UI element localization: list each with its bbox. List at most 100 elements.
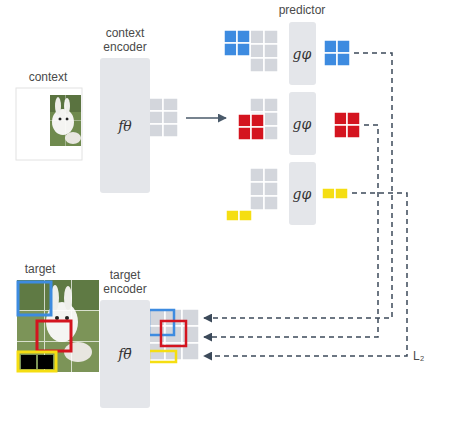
target-embedding-grid-part	[161, 321, 186, 346]
context-embedding-grid-part	[148, 98, 163, 111]
target-image-part	[17, 280, 99, 372]
predictor-input-red-part-part	[238, 127, 251, 140]
predictor-input-yellow-part-part	[264, 182, 278, 196]
predictor-input-yellow-part	[250, 168, 278, 210]
predictor-input-yellow-part-part	[264, 168, 278, 182]
box-body: gφ	[289, 22, 316, 85]
predictor-input-yellow	[226, 168, 278, 221]
target-image-part	[37, 321, 71, 351]
predictor-input-red-part-part	[250, 126, 264, 140]
predictor-output-blue-part	[324, 40, 337, 53]
predictor-output-yellow-part	[335, 188, 348, 199]
predictor-input-red-part	[238, 114, 264, 140]
target-image-part	[21, 355, 36, 369]
context-image-part	[55, 97, 61, 115]
target-image-part	[65, 316, 69, 320]
predictor-input-yellow-part-part	[250, 196, 264, 210]
context-image-part	[66, 118, 69, 121]
predictor-output-yellow-part	[322, 188, 335, 199]
loss-label: L₂	[413, 349, 424, 363]
box-body: gφ	[289, 92, 316, 155]
predictor-output-blue	[324, 40, 350, 66]
predictor-box: gφ	[289, 22, 316, 85]
function-symbol: fθ̄	[118, 346, 132, 362]
target-image-part	[17, 280, 99, 372]
encoder-box: context encoder fθ	[95, 26, 155, 193]
predictor-input-red-part-part	[238, 114, 251, 127]
loss-dashed-lines-part	[204, 53, 392, 318]
encoder-heading: target encoder	[95, 268, 155, 296]
predictor-input-yellow-part-part	[239, 210, 252, 221]
predictor-box: gφ	[289, 162, 316, 225]
predictor-input-blue-part-part	[237, 30, 250, 43]
predictor-input-red-part-part	[264, 112, 278, 126]
loss-dashed-lines-part	[204, 125, 378, 337]
target-image-part	[55, 316, 59, 320]
target-embedding-grid	[148, 309, 199, 362]
context-image-part	[16, 88, 82, 160]
predictor-input-blue-part	[250, 30, 278, 72]
target-image-part	[18, 352, 56, 371]
predictor-input-blue-part-part	[264, 44, 278, 58]
box-body: fθ	[100, 58, 150, 193]
target-image	[17, 280, 99, 372]
predictor-output-red-part	[334, 112, 347, 125]
target-image-part-part	[17, 341, 99, 342]
target-image-part	[64, 286, 72, 310]
predictor-input-blue	[224, 30, 278, 72]
predictor-output-blue-part	[324, 53, 337, 66]
context-embedding-grid-part	[163, 124, 178, 137]
loss-dashed-lines	[204, 53, 407, 356]
predictor-input-yellow-part	[226, 210, 252, 221]
predictor-input-blue-part-part	[250, 58, 264, 72]
predictor-output-red-part	[347, 125, 360, 138]
predictor-output-yellow	[322, 188, 348, 199]
predictor-input-yellow-part-part	[226, 210, 239, 221]
function-symbol: gφ	[293, 186, 312, 202]
context-embedding-grid-part	[163, 98, 178, 111]
target-embedding-grid-part-part	[182, 326, 199, 343]
context-image	[16, 88, 82, 160]
box-body: gφ	[289, 162, 316, 225]
function-symbol: gφ	[293, 46, 312, 62]
predictor-input-yellow-part-part	[264, 196, 278, 210]
predictor-input-blue-part-part	[264, 30, 278, 44]
target-embedding-grid-part-part	[148, 309, 165, 326]
target-embedding-grid-part	[148, 309, 199, 360]
context-image-part	[50, 120, 81, 121]
predictor-input-blue-part-part	[224, 43, 237, 56]
predictor-input-red-part-part	[264, 98, 278, 112]
context-image-part	[65, 132, 81, 144]
image-label: target	[25, 262, 56, 276]
context-image-part	[50, 95, 81, 146]
function-symbol: fθ	[118, 118, 132, 134]
context-image-part	[59, 118, 62, 121]
section-label: predictor	[279, 3, 326, 17]
predictor-input-red	[238, 98, 278, 140]
context-embedding-grid-part	[148, 111, 163, 124]
predictor-input-red-part-part	[250, 98, 264, 112]
context-embedding-grid-part	[163, 111, 178, 124]
predictor-input-red-part-part	[250, 112, 264, 126]
predictor-input-red-part-part	[251, 114, 264, 127]
image-label: context	[29, 70, 68, 84]
box-body: fθ̄	[100, 300, 150, 408]
predictor-input-red-part-part	[251, 127, 264, 140]
context-embedding-grid	[148, 98, 178, 137]
predictor-output-red	[334, 112, 360, 138]
predictor-input-yellow-part-part	[250, 182, 264, 196]
encoder-heading: context encoder	[95, 26, 155, 54]
predictor-input-blue-part-part	[237, 43, 250, 56]
context-image-part	[52, 109, 74, 135]
target-embedding-grid-part-part	[182, 309, 199, 326]
context-embedding-grid-part	[148, 124, 163, 137]
context-to-predictor-arrow	[186, 117, 226, 119]
target-image-part	[18, 282, 51, 315]
context-image-part	[64, 98, 70, 114]
predictor-output-red-part	[347, 112, 360, 125]
predictor-box: gφ	[289, 92, 316, 155]
target-image-part-part	[17, 310, 99, 311]
predictor-output-red-part	[334, 125, 347, 138]
